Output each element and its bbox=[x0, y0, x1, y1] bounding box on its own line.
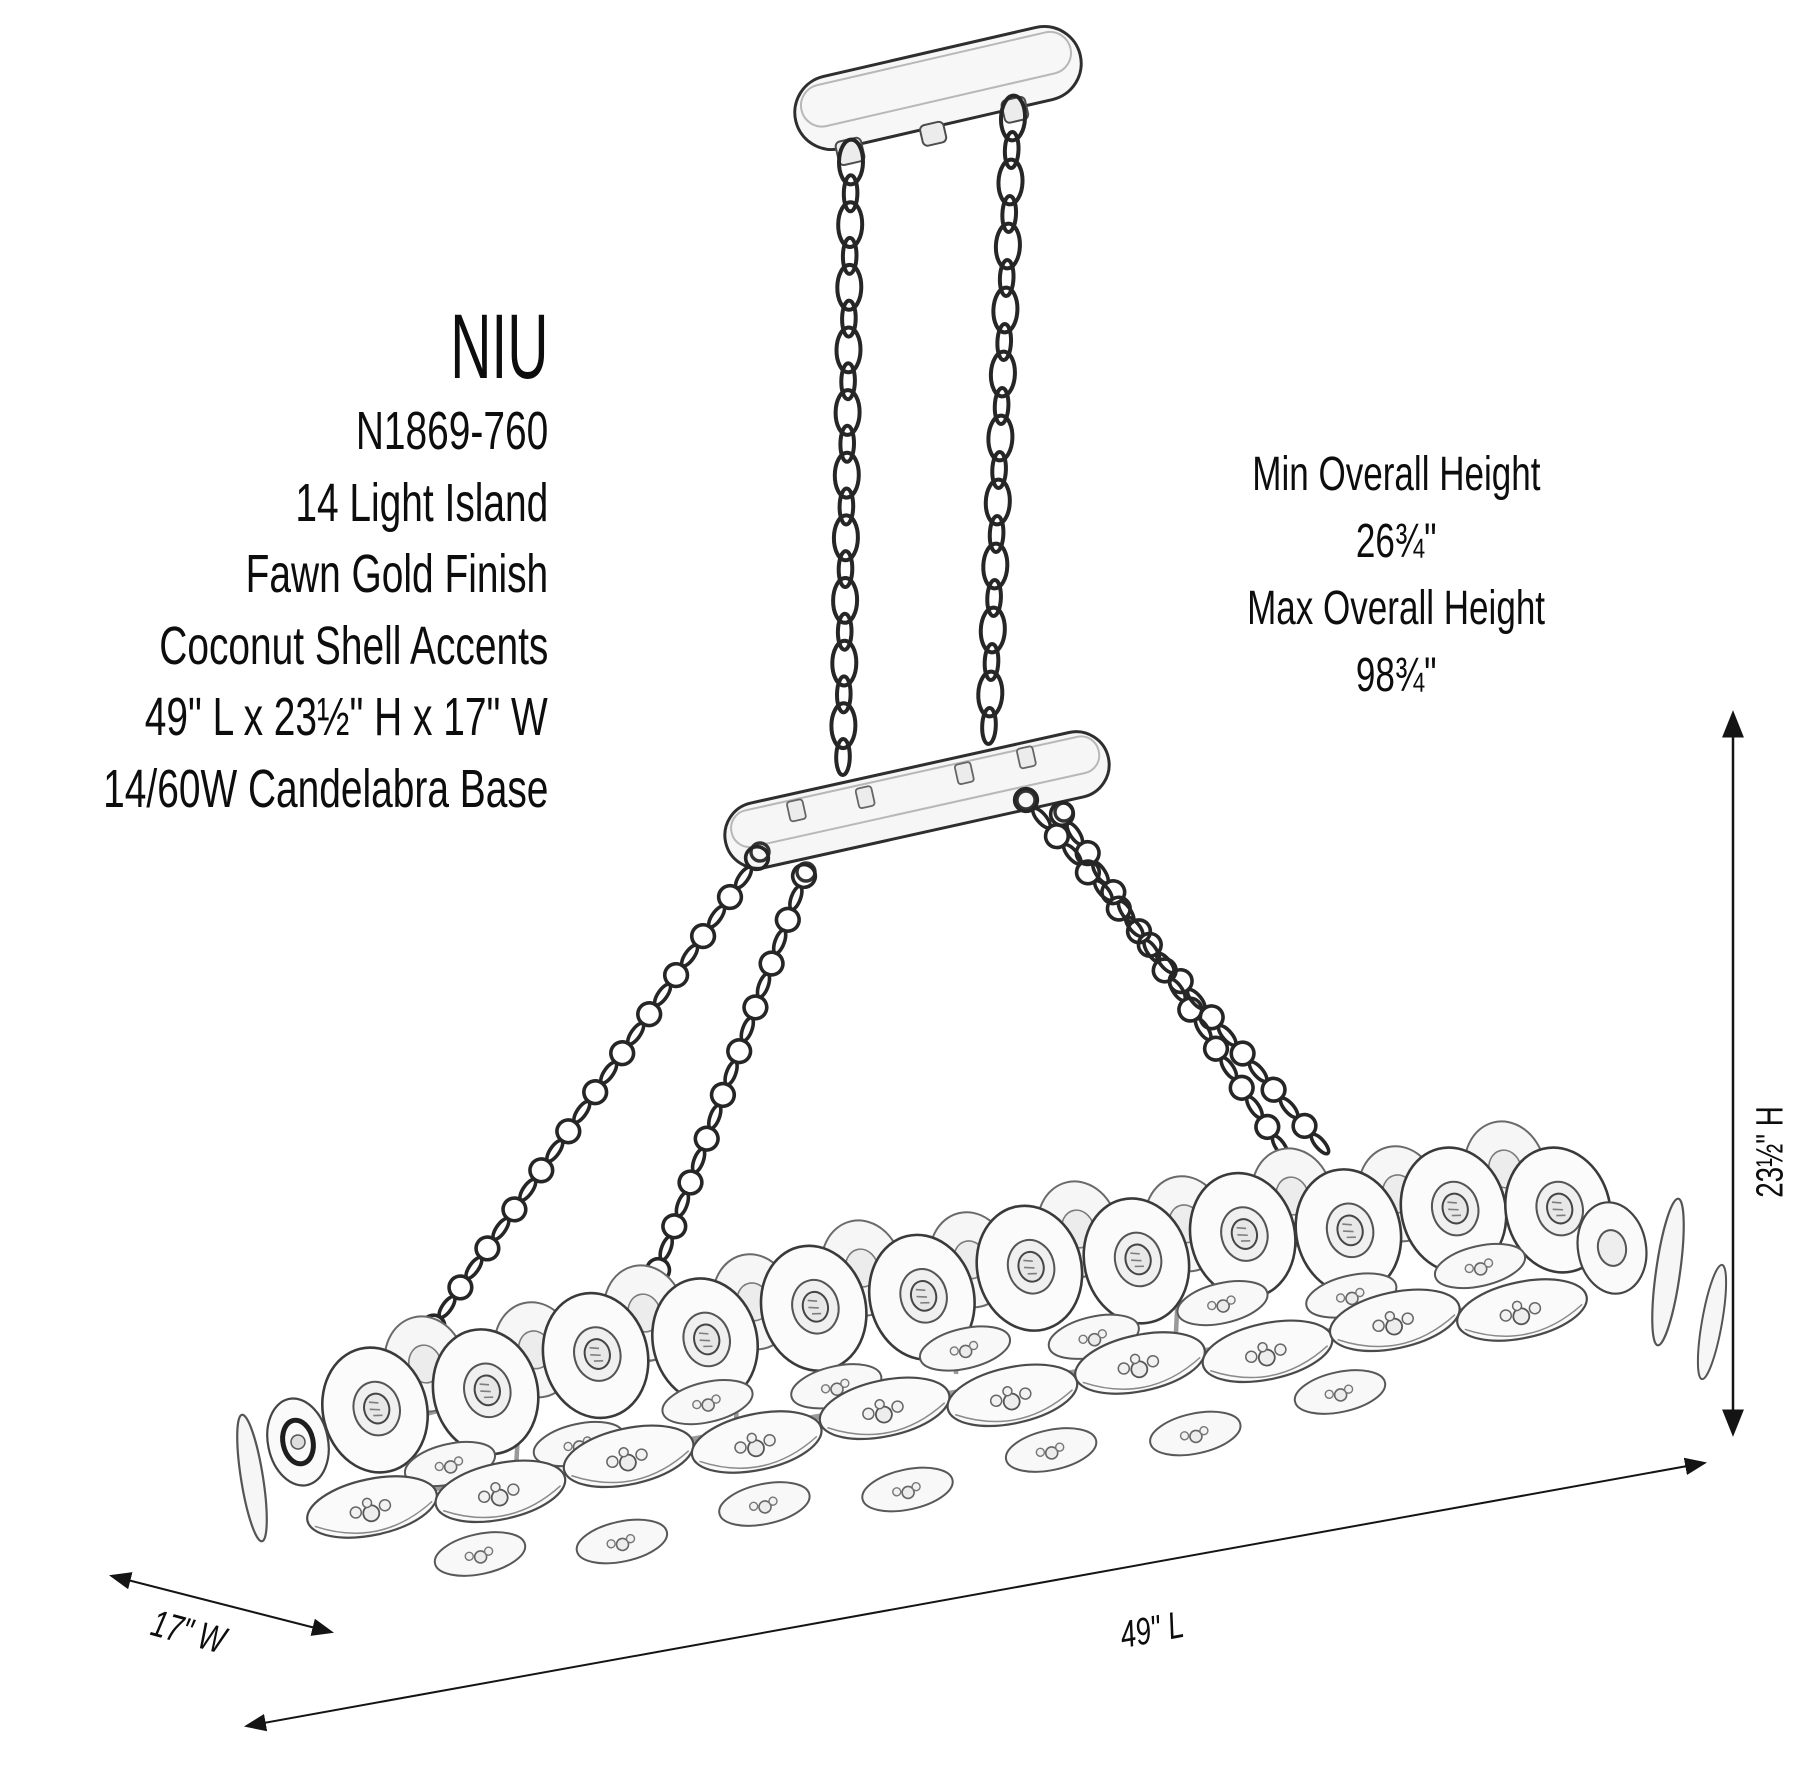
plate-socket bbox=[1016, 745, 1037, 770]
chain-link bbox=[980, 706, 998, 746]
coconut-disc bbox=[1289, 1361, 1391, 1423]
hanging-chain-right bbox=[976, 93, 1028, 746]
min-height-value: 26¾" bbox=[1355, 515, 1437, 568]
chain-link bbox=[832, 450, 861, 500]
chain-link bbox=[995, 322, 1014, 362]
height-dimension-label: 23½" H bbox=[1749, 1106, 1792, 1198]
coconut-disc bbox=[571, 1511, 673, 1572]
chain-link bbox=[677, 1169, 704, 1196]
chain-link bbox=[830, 638, 859, 688]
plate-socket bbox=[954, 761, 975, 785]
max-height-label: Max Overall Height bbox=[1247, 582, 1545, 635]
support-chain-right-outer bbox=[1048, 800, 1307, 1180]
island-canopy bbox=[723, 730, 1111, 870]
chain-link bbox=[833, 388, 862, 437]
chain-link bbox=[838, 423, 857, 464]
chain-link bbox=[742, 994, 769, 1021]
chain-link bbox=[1291, 1112, 1318, 1140]
chain-link bbox=[693, 1125, 720, 1152]
chain-link bbox=[836, 200, 865, 249]
chain-link bbox=[991, 285, 1020, 335]
max-height-value: 98¾" bbox=[1355, 649, 1437, 702]
chain-link bbox=[709, 1081, 737, 1109]
chain-link bbox=[836, 549, 855, 590]
chain-link bbox=[758, 950, 785, 977]
chain-link bbox=[992, 386, 1011, 426]
overall-height-callout: Min Overall Height 26¾" Max Overall Heig… bbox=[1096, 441, 1696, 709]
chain-link bbox=[1000, 194, 1019, 234]
coconut-disc bbox=[714, 1473, 815, 1535]
chain-link bbox=[981, 541, 1010, 591]
chain-link bbox=[997, 258, 1016, 298]
chain-link bbox=[986, 413, 1015, 463]
chain-link bbox=[839, 361, 857, 402]
chain-link bbox=[982, 642, 1001, 682]
coconut-disc bbox=[1145, 1403, 1246, 1464]
coconut-disc bbox=[857, 1459, 958, 1520]
coconut-disc bbox=[1000, 1419, 1102, 1481]
end-disc-right-edge2 bbox=[1696, 1263, 1728, 1381]
chain-link bbox=[661, 1213, 688, 1240]
chain-link bbox=[829, 701, 858, 751]
chain-link bbox=[1260, 1076, 1287, 1103]
chain-link bbox=[978, 605, 1007, 655]
chain-link bbox=[840, 298, 858, 339]
canopy-stub-center bbox=[919, 120, 948, 147]
spec-finish: Fawn Gold Finish bbox=[245, 544, 548, 604]
spec-accents: Coconut Shell Accents bbox=[158, 615, 548, 676]
chain-link bbox=[831, 576, 860, 625]
product-model: N1869-760 bbox=[355, 401, 548, 461]
product-spec-block: NIU N1869-760 14 Light Island Fawn Gold … bbox=[0, 298, 548, 825]
fixture-body bbox=[236, 1111, 1728, 1585]
chain-link bbox=[831, 513, 860, 563]
chain-link bbox=[726, 1038, 753, 1065]
chain-link bbox=[835, 262, 864, 312]
chain-link bbox=[834, 325, 863, 375]
chain-link bbox=[836, 137, 866, 187]
chain-link bbox=[1074, 859, 1102, 886]
chain-link bbox=[990, 450, 1008, 490]
chain-link bbox=[1002, 130, 1021, 170]
spec-dimensions: 49" L x 23½" H x 17" W bbox=[144, 687, 548, 747]
coconut-disc bbox=[429, 1523, 531, 1585]
hanging-chain-left bbox=[829, 137, 866, 777]
width-dimension-arrow bbox=[109, 1572, 334, 1636]
chain-link bbox=[983, 477, 1012, 527]
plate-socket bbox=[854, 785, 876, 809]
length-dimension-arrow bbox=[243, 1457, 1708, 1732]
chain-link bbox=[976, 669, 1005, 719]
ceiling-canopy bbox=[793, 24, 1083, 167]
spec-bulb-base: 14/60W Candelabra Base bbox=[102, 758, 548, 819]
plate-socket bbox=[786, 798, 807, 823]
chain-link bbox=[1309, 1132, 1331, 1156]
chain-link bbox=[834, 737, 852, 777]
chain-link bbox=[988, 349, 1017, 399]
end-disc-right bbox=[1576, 1201, 1648, 1295]
product-title: NIU bbox=[449, 296, 548, 398]
spec-light-count: 14 Light Island bbox=[295, 472, 548, 533]
chain-link bbox=[835, 611, 854, 652]
chain-link bbox=[985, 578, 1003, 618]
chain-link bbox=[774, 906, 801, 933]
support-chain-right-inner bbox=[1012, 786, 1331, 1156]
chain-link bbox=[841, 173, 860, 214]
chain-link bbox=[987, 514, 1006, 554]
end-disc-right-edge bbox=[1651, 1197, 1685, 1347]
chain-link bbox=[840, 235, 859, 276]
min-height-label: Min Overall Height bbox=[1251, 448, 1541, 501]
chain-link bbox=[834, 674, 853, 715]
chain-link bbox=[837, 486, 856, 527]
support-chain-left-inner bbox=[642, 862, 818, 1306]
